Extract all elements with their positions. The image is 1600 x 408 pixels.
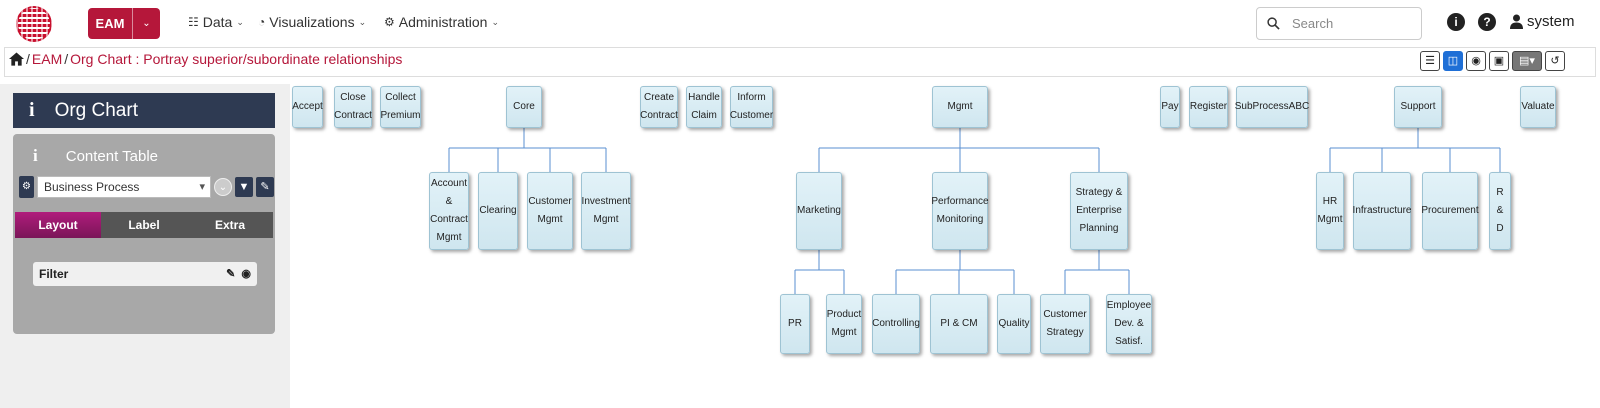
org-node-procurement[interactable]: Procurement <box>1421 172 1479 250</box>
breadcrumb: / EAM / Org Chart : Portray superior/sub… <box>9 51 402 67</box>
filter-label: Filter <box>39 267 69 281</box>
connector-lines <box>448 128 1501 294</box>
type-select[interactable]: Business Process <box>37 176 211 198</box>
panel-title: Org Chart <box>54 99 138 121</box>
help-icon[interactable]: ? <box>1478 13 1496 31</box>
filter-box: Filter ✎ ◉ <box>33 262 257 286</box>
type-selector-row: ⚙ Business Process ⌄ ▼ ✎ <box>19 176 274 198</box>
nav-administration[interactable]: ⚙ Administration ⌄ <box>384 14 499 30</box>
reset-button[interactable]: ↺ <box>1545 51 1565 71</box>
org-node-rd[interactable]: R & D <box>1489 172 1511 250</box>
logo-icon[interactable] <box>16 6 52 42</box>
nav-visualizations[interactable]: ◔ Visualizations ⌄ <box>258 14 366 30</box>
user-menu[interactable]: system <box>1510 13 1575 30</box>
sidebar: i Org Chart i Content Table ⚙ Business P… <box>0 84 290 408</box>
breadcrumb-separator: / <box>64 51 69 67</box>
sitemap-icon: ☷ <box>188 15 199 29</box>
org-node-informcustomer[interactable]: Inform Customer <box>730 86 773 128</box>
org-node-infra[interactable]: Infrastructure <box>1353 172 1411 250</box>
content-table-header: i Content Table <box>13 144 275 168</box>
org-node-pay[interactable]: Pay <box>1160 86 1180 128</box>
pie-chart-icon: ◔ <box>258 15 266 29</box>
breadcrumb-eam-link[interactable]: EAM <box>31 51 63 67</box>
user-name: system <box>1527 13 1575 30</box>
org-node-valuate[interactable]: Valuate <box>1520 86 1556 128</box>
info-icon: i <box>29 99 35 121</box>
org-node-subprocessabc[interactable]: SubProcessABC <box>1235 86 1309 128</box>
view-toolbar: ☰ ◫ ◉ ▣ ▤▾ ↺ <box>1420 51 1565 71</box>
chevron-down-icon: ⌄ <box>358 16 367 27</box>
org-node-controlling[interactable]: Controlling <box>872 294 920 354</box>
org-node-custmgmt[interactable]: Customer Mgmt <box>527 172 573 250</box>
eam-label: EAM <box>95 16 125 31</box>
brush-icon[interactable]: ✎ <box>256 177 274 197</box>
org-node-quality[interactable]: Quality <box>997 294 1031 354</box>
breadcrumb-separator: / <box>26 51 30 67</box>
search-box[interactable] <box>1256 7 1422 40</box>
nav-administration-label: Administration <box>398 14 488 30</box>
save-button[interactable]: ▣ <box>1489 51 1509 71</box>
breadcrumb-bar: / EAM / Org Chart : Portray superior/sub… <box>4 47 1596 77</box>
home-icon[interactable] <box>9 52 24 66</box>
nav-data[interactable]: ☷ Data ⌄ <box>188 14 244 30</box>
search-icon <box>1267 17 1280 30</box>
settings-icon[interactable]: ⚙ <box>19 176 34 198</box>
eye-icon[interactable]: ◉ <box>241 268 251 280</box>
org-node-picm[interactable]: PI & CM <box>930 294 988 354</box>
org-node-register[interactable]: Register <box>1189 86 1228 128</box>
tab-layout[interactable]: Layout <box>15 212 101 238</box>
org-node-empdev[interactable]: Employee Dev. & Satisf. <box>1106 294 1152 354</box>
content-table-panel: i Content Table ⚙ Business Process ⌄ ▼ ✎… <box>13 134 275 334</box>
expand-icon[interactable]: ⌄ <box>214 178 232 196</box>
org-node-acm[interactable]: Account & Contract Mgmt <box>429 172 469 250</box>
chevron-down-icon[interactable]: ⌄ <box>132 8 160 39</box>
filter-icon[interactable]: ▼ <box>235 177 253 197</box>
chevron-down-icon: ⌄ <box>236 16 244 27</box>
org-node-hrmgmt[interactable]: HR Mgmt <box>1316 172 1344 250</box>
org-node-support[interactable]: Support <box>1394 86 1442 128</box>
panel-header: i Org Chart <box>13 93 275 128</box>
cogs-icon: ⚙ <box>384 15 395 29</box>
org-node-handleclaim[interactable]: Handle Claim <box>686 86 722 128</box>
org-node-accept[interactable]: Accept <box>292 86 323 128</box>
org-node-perfmon[interactable]: Performance Monitoring <box>931 172 989 250</box>
org-node-marketing[interactable]: Marketing <box>796 172 842 250</box>
preview-button[interactable]: ◉ <box>1466 51 1486 71</box>
org-node-strategy[interactable]: Strategy & Enterprise Planning <box>1070 172 1128 250</box>
edit-icon[interactable]: ✎ <box>226 268 236 280</box>
export-dropdown-button[interactable]: ▤▾ <box>1512 51 1542 71</box>
info-icon[interactable]: i <box>1447 13 1465 31</box>
list-view-button[interactable]: ☰ <box>1420 51 1440 71</box>
org-node-pr[interactable]: PR <box>780 294 810 354</box>
chevron-down-icon: ⌄ <box>491 16 500 27</box>
tab-extra[interactable]: Extra <box>214 218 246 232</box>
org-node-prodmgmt[interactable]: Product Mgmt <box>826 294 862 354</box>
nav-data-label: Data <box>202 14 233 30</box>
info-icon: i <box>33 146 38 165</box>
org-node-core[interactable]: Core <box>506 86 542 128</box>
desktop-view-button[interactable]: ◫ <box>1443 51 1463 71</box>
org-node-clearing[interactable]: Clearing <box>478 172 518 250</box>
org-node-closecontract[interactable]: Close Contract <box>334 86 372 128</box>
search-input[interactable] <box>1292 16 1402 31</box>
org-node-custstrategy[interactable]: Customer Strategy <box>1040 294 1090 354</box>
sidebar-tabs: Layout Label Extra <box>15 212 273 238</box>
nav-visualizations-label: Visualizations <box>269 14 355 30</box>
content-table-title: Content Table <box>65 147 159 165</box>
org-node-collectpremium[interactable]: Collect Premium <box>380 86 421 128</box>
tab-label[interactable]: Label <box>128 218 160 232</box>
org-node-invmgmt[interactable]: Investment Mgmt <box>581 172 631 250</box>
org-node-createcontract[interactable]: Create Contract <box>640 86 678 128</box>
top-navbar: EAM ⌄ ☷ Data ⌄ ◔ Visualizations ⌄ ⚙ Admi… <box>0 0 1600 46</box>
org-node-mgmt[interactable]: Mgmt <box>932 86 988 128</box>
eam-dropdown-button[interactable]: EAM ⌄ <box>88 8 160 39</box>
breadcrumb-current-page[interactable]: Org Chart : Portray superior/subordinate… <box>70 51 403 67</box>
user-icon <box>1510 14 1523 29</box>
